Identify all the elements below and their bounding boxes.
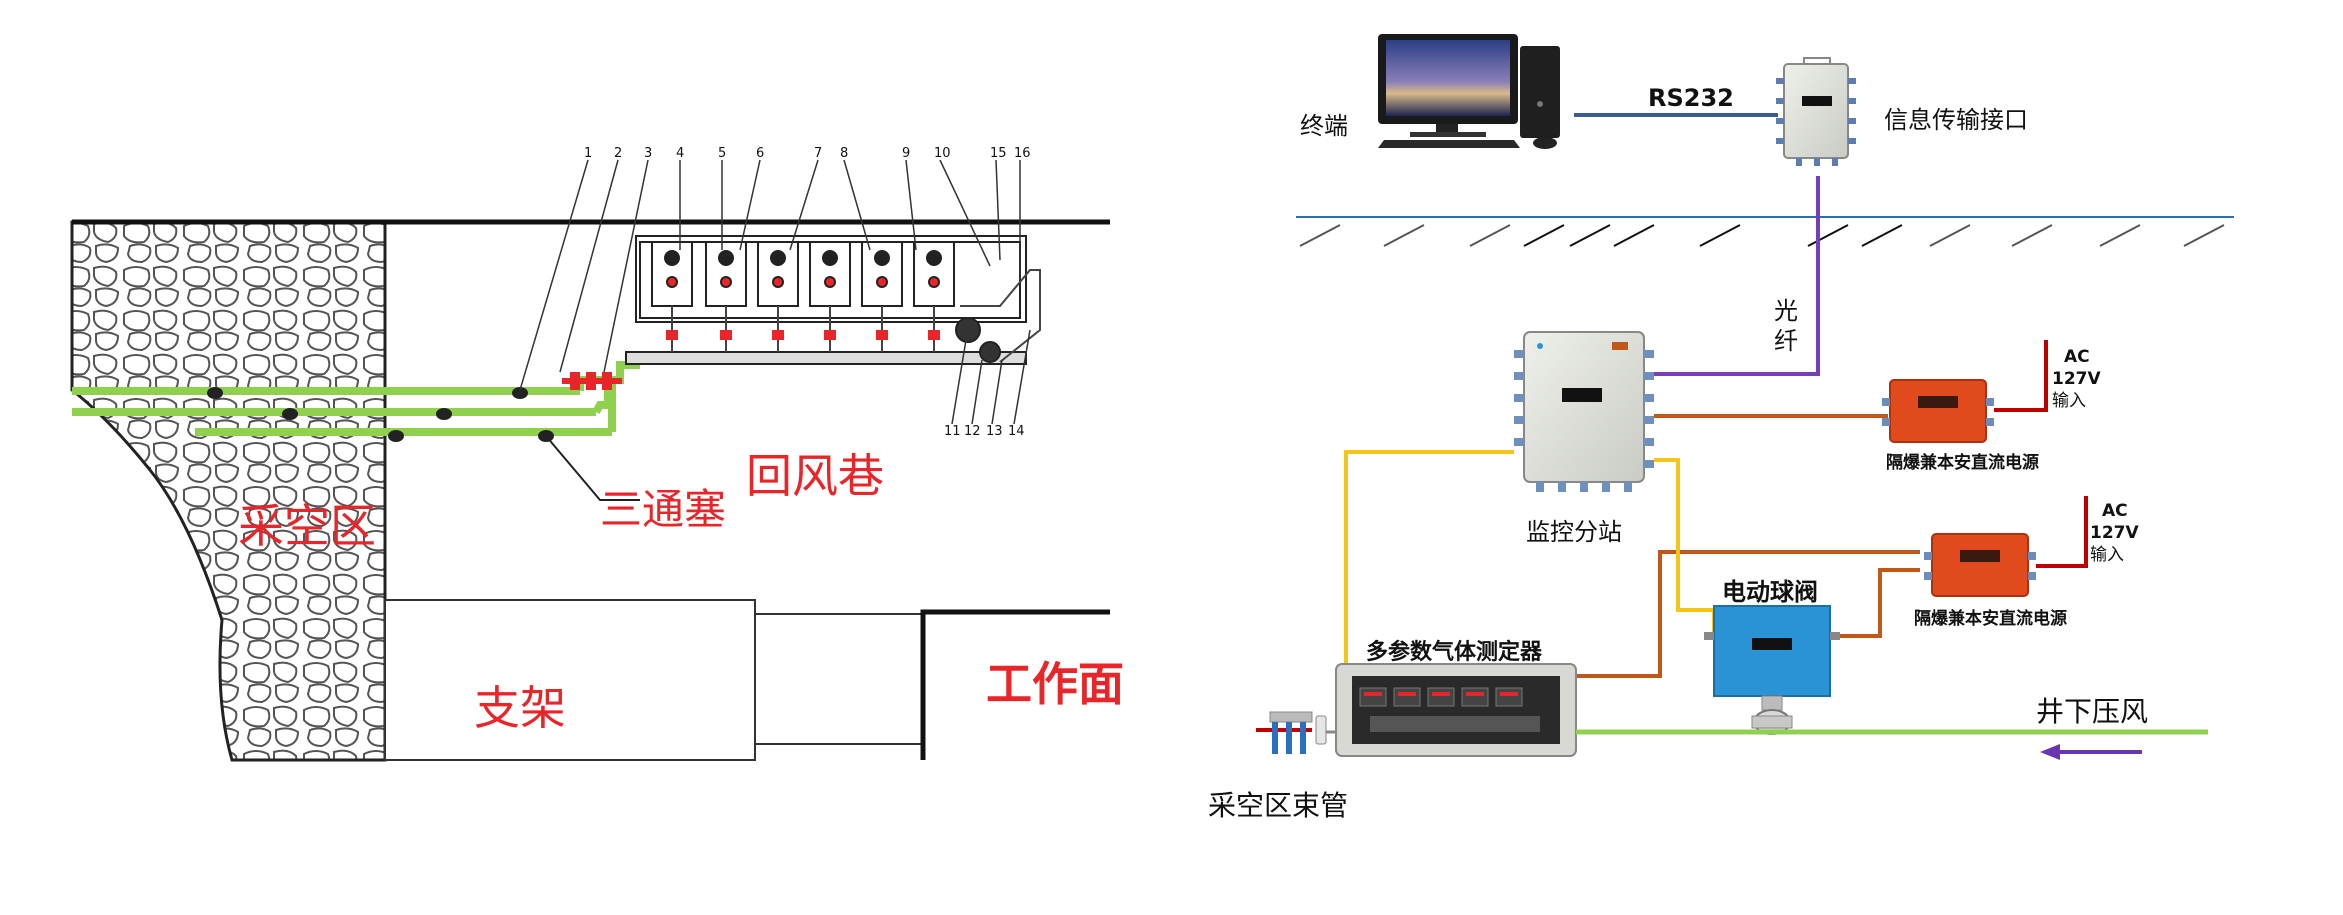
part-number: 10 <box>934 146 951 161</box>
fiber-label-line1: 光 <box>1774 296 1798 326</box>
goaf-tube-label: 采空区束管 <box>1208 784 1348 824</box>
gas-analyzer-label: 多参数气体测定器 <box>1366 634 1542 666</box>
ac-label: AC <box>2052 346 2101 368</box>
info-interface-label: 信息传输接口 <box>1884 100 2028 135</box>
power-supply-2-label: 隔爆兼本安直流电源 <box>1914 604 2067 629</box>
part-number: 7 <box>814 146 822 161</box>
ac-input-2: AC 127V 输入 <box>2090 500 2139 566</box>
input-label: 输入 <box>2052 390 2101 412</box>
power-supply-1-label: 隔爆兼本安直流电源 <box>1886 448 2039 473</box>
terminal-computer <box>1378 34 1560 149</box>
ac-line-1 <box>1994 340 2046 410</box>
part-number: 15 <box>990 146 1007 161</box>
part-numbers-bottom: 11 12 13 14 <box>0 424 1100 444</box>
support-label: 支架 <box>474 672 566 738</box>
monitor-substation-box <box>1514 332 1654 492</box>
part-number: 3 <box>644 146 652 161</box>
part-number: 12 <box>964 424 981 439</box>
part-number: 11 <box>944 424 961 439</box>
monitor-substation-label: 监控分站 <box>1526 512 1622 547</box>
support-extension <box>755 614 923 744</box>
terminal-label: 终端 <box>1300 106 1348 141</box>
part-number: 2 <box>614 146 622 161</box>
ac-label: AC <box>2090 500 2139 522</box>
part-number: 8 <box>840 146 848 161</box>
fiber-label: 光 纤 <box>1774 296 1798 356</box>
power-supply-1 <box>1882 380 1994 442</box>
part-number: 6 <box>756 146 764 161</box>
flow-arrow <box>2040 744 2142 760</box>
fiber-label-line2: 纤 <box>1774 326 1798 356</box>
goaf-tube-connectors <box>1256 712 1336 754</box>
cabinet-valves <box>666 330 940 340</box>
part-number: 14 <box>1008 424 1025 439</box>
left-diagram <box>72 160 1110 760</box>
ground-hatching <box>1300 225 2224 246</box>
support-box <box>385 600 755 760</box>
tee-plug-label: 三通塞 <box>600 476 726 537</box>
part-number: 5 <box>718 146 726 161</box>
rs232-label: RS232 <box>1648 84 1734 112</box>
part-number: 1 <box>584 146 592 161</box>
part-number: 16 <box>1014 146 1031 161</box>
return-airway-label: 回风巷 <box>746 440 884 506</box>
voltage-label: 127V <box>2052 368 2101 390</box>
part-number: 13 <box>986 424 1003 439</box>
part-numbers-top: 1 2 3 4 5 6 7 8 9 10 15 16 <box>0 146 1100 166</box>
part-number: 9 <box>902 146 910 161</box>
ac-input-1: AC 127V 输入 <box>2052 346 2101 412</box>
gas-analyzer-box <box>1336 664 1576 756</box>
working-face-label: 工作面 <box>986 648 1124 714</box>
goaf-label: 采空区 <box>238 490 376 556</box>
input-label: 输入 <box>2090 544 2139 566</box>
part-number: 4 <box>676 146 684 161</box>
electric-ball-valve <box>1704 606 1840 734</box>
voltage-label: 127V <box>2090 522 2139 544</box>
compressed-air-label: 井下压风 <box>2036 690 2148 730</box>
ball-valve-label: 电动球阀 <box>1722 572 1818 607</box>
power-supply-2 <box>1924 534 2036 596</box>
info-interface-box <box>1776 58 1856 166</box>
bundle-analysis-cabinet <box>626 236 1040 364</box>
ac-line-2 <box>2036 496 2086 566</box>
